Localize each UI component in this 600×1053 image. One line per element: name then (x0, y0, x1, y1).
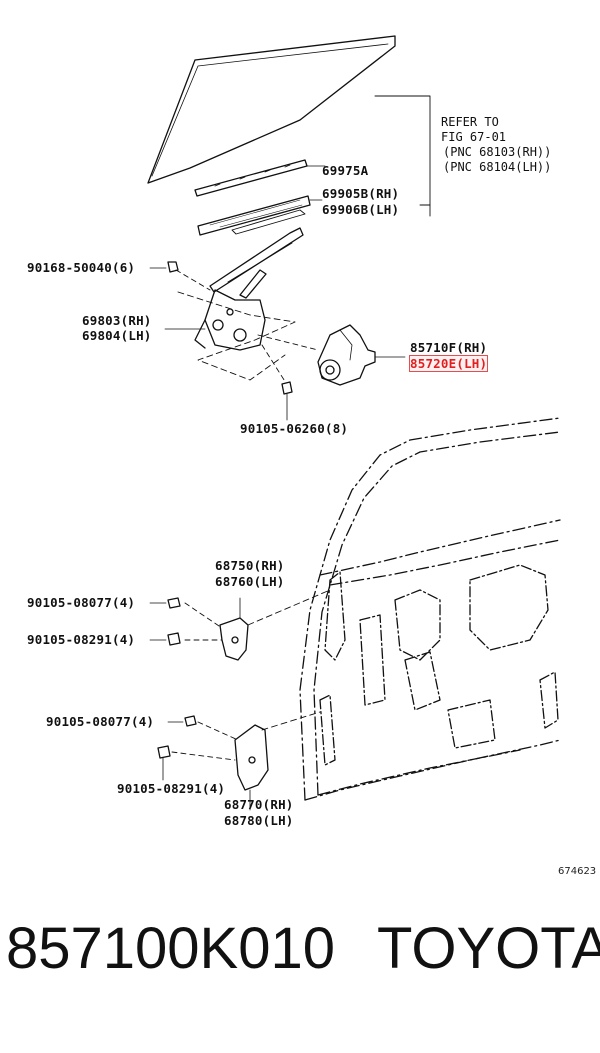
label-90168-50040[interactable]: 90168-50040(6) (27, 260, 136, 275)
refer-line-4: (PNC 68104(LH)) (443, 160, 552, 174)
part-number: 857100K010 (6, 916, 335, 981)
label-90105-06260[interactable]: 90105-06260(8) (240, 421, 349, 436)
label-85710f[interactable]: 85710F(RH) (410, 340, 488, 355)
lower-hinge (234, 724, 269, 791)
window-motor (317, 324, 376, 386)
label-90105-08291-lower[interactable]: 90105-08291(4) (117, 781, 226, 796)
door-frame (299, 417, 561, 801)
refer-line-2: FIG 67-01 (441, 130, 507, 144)
footer: 857100K010 TOYOTA (0, 905, 600, 995)
label-69975a[interactable]: 69975A (322, 163, 369, 178)
run-channel-strip (194, 159, 308, 197)
label-68780[interactable]: 68780(LH) (224, 813, 294, 828)
label-68770[interactable]: 68770(RH) (224, 797, 294, 812)
weatherstrip (197, 195, 311, 236)
figure-code: 674623 (558, 866, 597, 877)
label-69803[interactable]: 69803(RH) (82, 313, 152, 328)
label-85720e[interactable]: 85720E(LH) (408, 355, 489, 372)
regulator (209, 227, 304, 293)
label-68750[interactable]: 68750(RH) (215, 558, 285, 573)
label-69905b[interactable]: 69905B(RH) (322, 186, 400, 201)
label-69804[interactable]: 69804(LH) (82, 328, 152, 343)
door-glass (147, 35, 396, 184)
label-69906b[interactable]: 69906B(LH) (322, 202, 400, 217)
brand-name: TOYOTA (377, 916, 600, 981)
label-90105-08077-upper[interactable]: 90105-08077(4) (27, 595, 136, 610)
label-68760[interactable]: 68760(LH) (215, 574, 285, 589)
refer-line-1: REFER TO (441, 115, 499, 129)
refer-line-3: (PNC 68103(RH)) (443, 145, 552, 159)
upper-hinge (219, 617, 249, 661)
label-90105-08291-upper[interactable]: 90105-08291(4) (27, 632, 136, 647)
label-90105-08077-lower[interactable]: 90105-08077(4) (46, 714, 155, 729)
